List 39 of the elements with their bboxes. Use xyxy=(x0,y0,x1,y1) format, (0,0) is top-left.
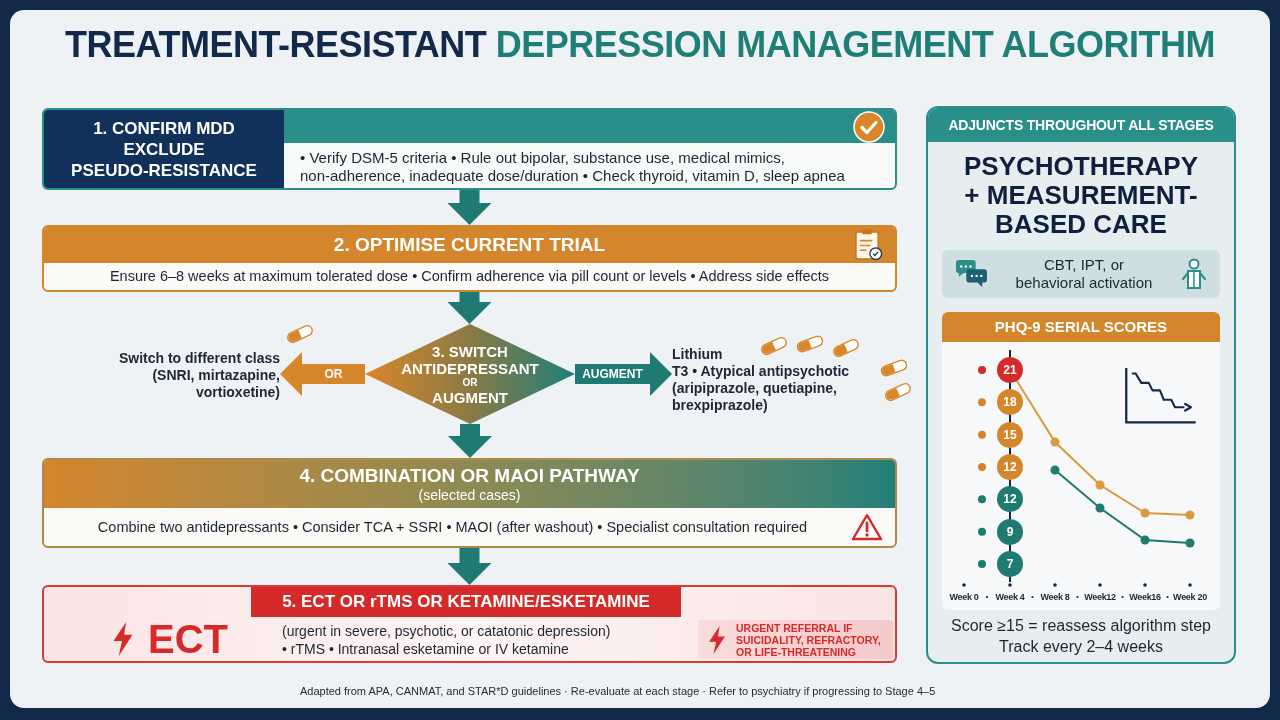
option-text: Switch to different class (SNRI, mirtazapine, vortioxetine) xyxy=(100,350,280,401)
panel-heading: PSYCHOTHERAPY + MEASUREMENT-BASED CARE xyxy=(962,152,1199,239)
stage-description: Ensure 6–8 weeks at maximum tolerated dose • Confirm adherence via pill count or levels • Address side effects xyxy=(109,268,830,285)
decision-diamond xyxy=(365,324,575,424)
arrow xyxy=(447,292,492,324)
decision-connector-word: OR xyxy=(462,376,478,389)
note-text: Track every 2–4 weeks xyxy=(999,637,1163,657)
panel-title: ADJUNCTS THROUGHOUT ALL STAGES xyxy=(948,116,1214,134)
stage-title: 4. COMBINATION OR MAOI PATHWAY xyxy=(299,464,640,487)
stage-title: 5. ECT OR rTMS OR KETAMINE/ESKETAMINE xyxy=(282,592,650,612)
arrow xyxy=(575,352,672,396)
stage-description: • Verify DSM-5 criteria • Rule out bipolar, substance use, medical mimics, non-adherence, inadequate dose/duration • Check thyroid, vitamin D, sleep apnea xyxy=(299,148,846,185)
title: TREATMENT-RESISTANT DEPRESSION MANAGEMENT ALGORITHM xyxy=(65,24,1215,66)
stage-description: (urgent in severe, psychotic, or catatonic depression) • rTMS • Intranasal esketamine or IV ketamine xyxy=(282,622,612,658)
arrow xyxy=(447,190,492,225)
arrow xyxy=(448,424,492,458)
stage-box xyxy=(42,458,897,548)
stage-subtitle: (selected cases) xyxy=(418,486,521,504)
chart-title: PHQ-9 SERIAL SCORES xyxy=(994,318,1168,336)
stage-box xyxy=(42,225,897,292)
stage-box xyxy=(42,108,897,190)
stage-description: Combine two antidepressants • Consider TCA + SSRI • MAOI (after washout) • Specialist consultation required xyxy=(97,518,808,536)
therapy-box xyxy=(942,250,1220,298)
option-text: Lithium xyxy=(672,346,723,363)
stage-title: 2. OPTIMISE CURRENT TRIAL xyxy=(333,234,606,256)
arrow xyxy=(280,352,365,396)
treatment-heading: ECT xyxy=(148,617,228,661)
option-text: T3 • Atypical antipsychotic (aripiprazole, quetiapine, brexpiprazole) xyxy=(672,363,851,414)
decision-title: AUGMENT xyxy=(432,388,508,406)
therapy-text: CBT, IPT, or behavioral activation xyxy=(1014,256,1154,292)
arrow xyxy=(447,548,492,585)
footnote: Adapted from APA, CANMAT, and STAR*D guidelines · Re-evaluate at each stage · Refer to psychiatry if progressing to Stage 4–5 xyxy=(300,684,936,698)
note-text: Score ≥15 = reassess algorithm step xyxy=(951,616,1211,636)
alert-text: URGENT REFERRAL IF SUICIDALITY, REFRACTORY, OR LIFE-THREATENING xyxy=(736,621,882,658)
decision-title: 3. SWITCH ANTIDEPRESSANT xyxy=(400,342,540,377)
edge-label: OR xyxy=(322,367,345,381)
stage-box xyxy=(42,585,897,663)
edge-label: AUGMENT xyxy=(580,367,645,381)
stage-title: 1. CONFIRM MDD EXCLUDE PSEUDO-RESISTANCE xyxy=(70,117,258,181)
